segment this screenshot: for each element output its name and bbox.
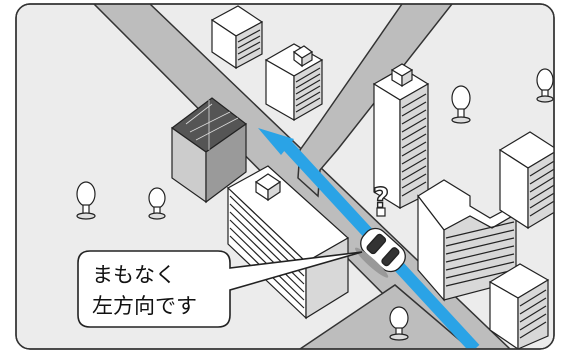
building-bottom-right (488, 263, 550, 349)
poi-question-mark: ? (373, 181, 389, 214)
guidance-message-line1: まもなく (92, 263, 176, 287)
tree-icon (76, 181, 96, 220)
unknown-poi-marker: ? (372, 180, 390, 217)
building-tall-right (372, 63, 430, 210)
route-arrow-icon (258, 128, 294, 155)
guidance-bubble: まもなく 左方向です (77, 250, 363, 328)
car-icon (355, 227, 406, 278)
building-right-edge (498, 131, 554, 230)
building-long-center (226, 165, 350, 320)
building-dark-tower (170, 97, 248, 204)
building-top-left (210, 5, 264, 70)
tree-icon (536, 68, 554, 103)
guidance-message-line2: 左方向です (92, 294, 197, 318)
tree-icon (148, 187, 166, 220)
tree-icon (451, 85, 471, 124)
side-road (297, 284, 473, 349)
tree-icon (389, 306, 409, 341)
building-top-center (264, 43, 324, 122)
